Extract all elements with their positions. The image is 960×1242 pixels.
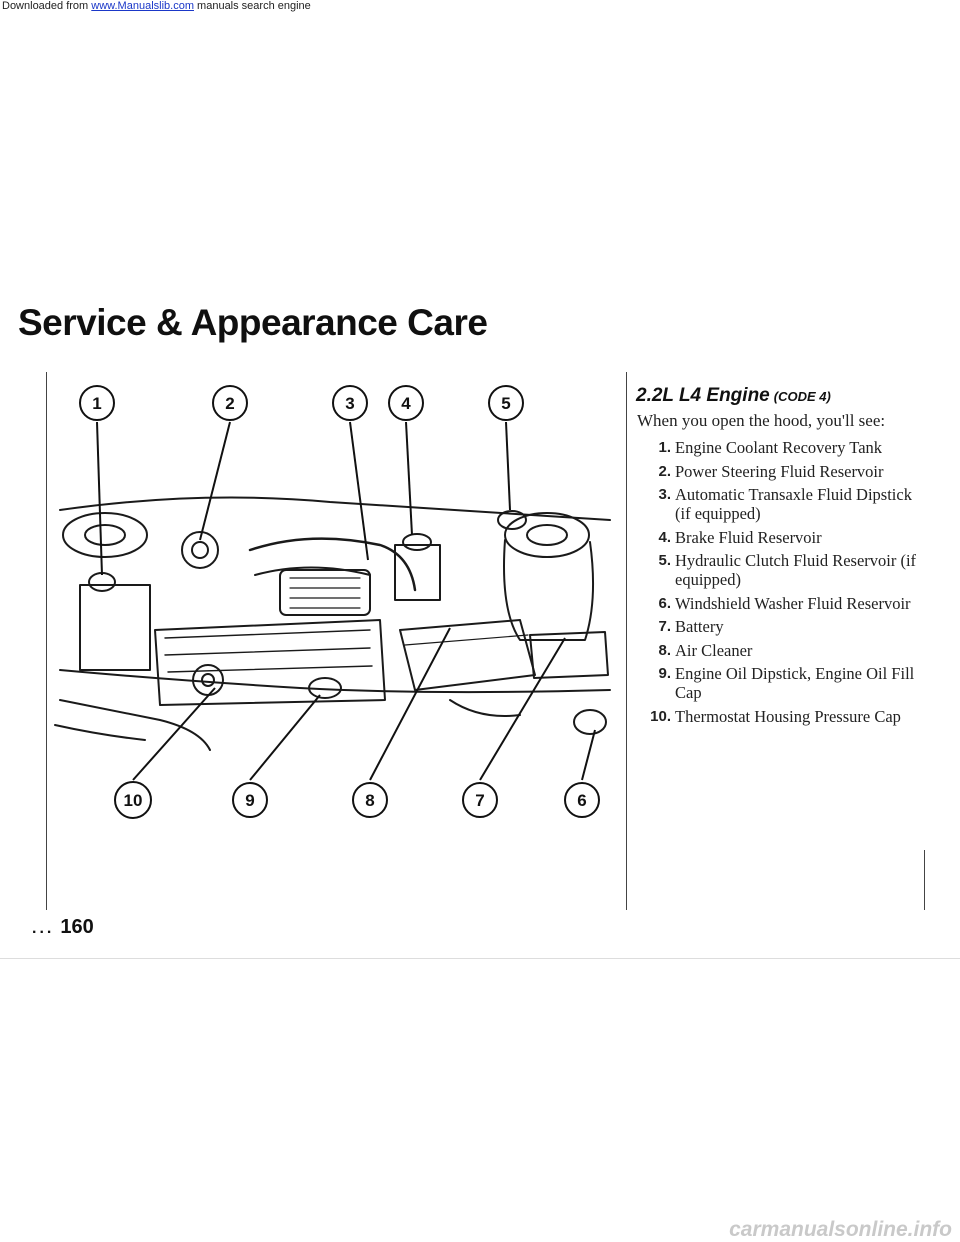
item-number: 7. — [658, 618, 671, 635]
item-number: 8. — [658, 641, 671, 659]
page-number-value: 160 — [60, 916, 94, 938]
page-number: ... 160 — [32, 916, 94, 939]
watermark-prefix: Downloaded from — [2, 0, 89, 12]
engine-title: 2.2L L4 Engine — [636, 385, 770, 406]
callout-4: 4 — [401, 394, 411, 413]
page-dots: ... — [32, 920, 55, 937]
middle-column-rule — [626, 372, 627, 910]
item-number: 6. — [658, 594, 671, 612]
intro-text: When you open the hood, you'll see: — [637, 411, 886, 430]
right-column-rule — [924, 850, 925, 910]
callout-10: 10 — [124, 791, 143, 810]
footer-divider — [0, 958, 960, 959]
item-text: Thermostat Housing Pressure Cap — [675, 706, 901, 726]
callout-3: 3 — [345, 394, 354, 413]
item-text: Battery — [675, 617, 724, 636]
item-text: Engine Coolant Recovery Tank — [675, 438, 883, 457]
list-item: 10.Thermostat Housing Pressure Cap — [637, 707, 919, 726]
list-item: 8.Air Cleaner — [637, 641, 919, 660]
list-item: 3.Automatic Transaxle Fluid Dipstick (if… — [637, 485, 919, 523]
item-number: 9. — [658, 665, 671, 682]
download-watermark: Downloaded from www.Manualslib.com manua… — [2, 0, 311, 12]
section-title: Service & Appearance Care — [18, 302, 488, 343]
callout-8: 8 — [365, 791, 374, 810]
callout-5: 5 — [501, 394, 510, 413]
engine-compartment-diagram: 1 2 3 4 5 10 9 8 7 6 — [54, 385, 611, 819]
item-text: Power Steering Fluid Reservoir — [675, 461, 884, 481]
item-number: 2. — [658, 462, 671, 480]
engine-heading: 2.2L L4 Engine(CODE 4) — [636, 385, 831, 407]
item-text: Hydraulic Clutch Fluid Reservoir (if equ… — [675, 551, 917, 589]
left-column-rule — [46, 372, 47, 910]
callout-1: 1 — [92, 394, 101, 413]
list-item: 7.Battery — [637, 617, 919, 636]
list-item: 5.Hydraulic Clutch Fluid Reservoir (if e… — [637, 551, 919, 589]
site-watermark: carmanualsonline.info — [729, 1218, 952, 1241]
component-list: 1.Engine Coolant Recovery Tank 2.Power S… — [637, 438, 919, 730]
item-number: 1. — [658, 439, 671, 456]
item-text: Windshield Washer Fluid Reservoir — [675, 593, 911, 613]
item-number: 4. — [658, 528, 671, 546]
list-item: 6.Windshield Washer Fluid Reservoir — [637, 594, 919, 613]
item-number: 3. — [658, 486, 671, 503]
watermark-suffix: manuals search engine — [197, 0, 311, 12]
item-text: Engine Oil Dipstick, Engine Oil Fill Cap — [675, 664, 915, 702]
item-number: 5. — [658, 552, 671, 569]
item-text: Automatic Transaxle Fluid Dipstick (if e… — [675, 485, 912, 523]
item-text: Brake Fluid Reservoir — [675, 527, 822, 547]
callout-9: 9 — [245, 791, 254, 810]
item-text: Air Cleaner — [675, 640, 753, 660]
engine-code: (CODE 4) — [773, 389, 831, 404]
list-item: 1.Engine Coolant Recovery Tank — [637, 438, 919, 457]
list-item: 4.Brake Fluid Reservoir — [637, 528, 919, 547]
callout-7: 7 — [475, 791, 484, 810]
list-item: 2.Power Steering Fluid Reservoir — [637, 462, 919, 481]
callout-6: 6 — [577, 791, 586, 810]
list-item: 9.Engine Oil Dipstick, Engine Oil Fill C… — [637, 664, 919, 702]
callout-2: 2 — [225, 394, 234, 413]
manualslib-link[interactable]: www.Manualslib.com — [91, 0, 194, 12]
item-number: 10. — [650, 707, 671, 725]
